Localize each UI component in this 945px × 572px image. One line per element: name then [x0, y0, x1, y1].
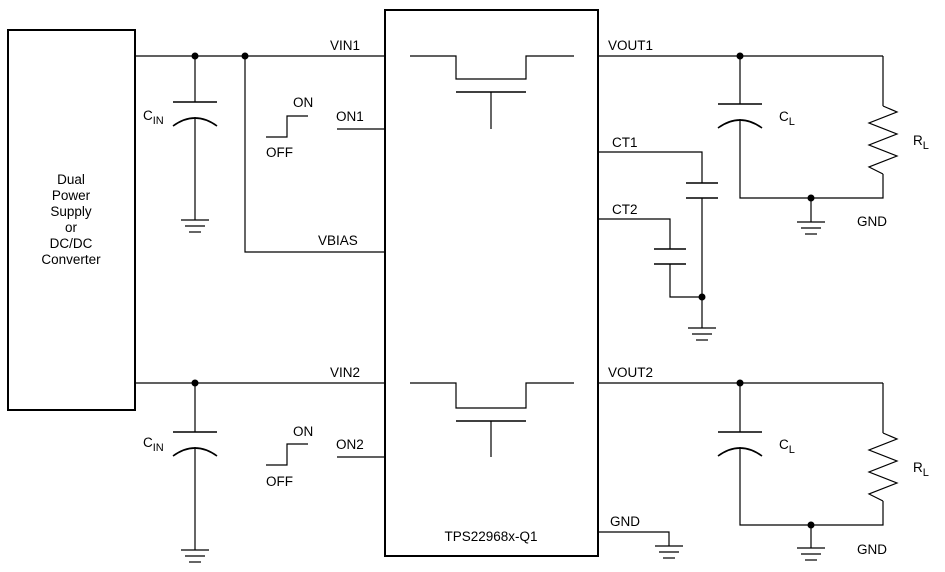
ground-icon — [181, 549, 209, 563]
ct1-capacitor — [686, 182, 718, 297]
ct1-wire — [598, 151, 703, 183]
gnd2-label: GND — [857, 542, 887, 557]
rl2-label: RL — [913, 460, 929, 479]
cl1-label: CL — [779, 109, 795, 128]
supply-line-5: DC/DC — [50, 236, 93, 251]
pin-vin1: VIN1 — [330, 38, 360, 53]
on1-on-label: ON — [293, 95, 313, 110]
pin-vout2: VOUT2 — [608, 365, 653, 380]
rl2-resistor — [867, 383, 899, 502]
fet-symbol-1 — [410, 55, 574, 129]
chip-gnd-wire — [598, 531, 670, 546]
pin-gnd: GND — [610, 514, 640, 529]
ground-icon — [688, 327, 716, 341]
on1-off-label: OFF — [266, 145, 293, 160]
pin-ct2: CT2 — [612, 202, 638, 217]
cin1-capacitor — [172, 56, 218, 220]
pin-on1: ON1 — [336, 109, 364, 124]
pin-ct1: CT1 — [612, 135, 638, 150]
pin-on2: ON2 — [336, 437, 364, 452]
supply-line-1: Dual — [57, 172, 85, 187]
rl1-resistor — [867, 56, 899, 175]
on2-off-label: OFF — [266, 474, 293, 489]
cin2-label: CIN — [143, 435, 164, 454]
ground-icon — [797, 221, 825, 235]
ground-icon — [181, 219, 209, 233]
on1-step-icon — [266, 115, 308, 138]
fet-symbol-2 — [410, 382, 574, 457]
supply-line-6: Converter — [41, 252, 101, 267]
pin-vin2: VIN2 — [330, 365, 360, 380]
ground-icon — [797, 547, 825, 561]
ground-icon — [655, 545, 683, 559]
cin2-capacitor — [172, 383, 218, 550]
on2-on-label: ON — [293, 424, 313, 439]
on2-step-icon — [266, 443, 308, 466]
pin-vout1: VOUT1 — [608, 38, 653, 53]
supply-line-3: Supply — [50, 204, 92, 219]
cl2-capacitor — [717, 383, 884, 526]
cl1-capacitor — [717, 56, 884, 199]
pin-vbias: VBIAS — [318, 233, 358, 248]
chip-name: TPS22968x-Q1 — [444, 529, 537, 544]
cin1-label: CIN — [143, 108, 164, 127]
gnd1-label: GND — [857, 214, 887, 229]
cl2-label: CL — [779, 437, 795, 456]
rl1-label: RL — [913, 133, 929, 152]
ct2-wire — [598, 218, 671, 249]
power-supply-block — [7, 29, 136, 411]
vbias-wire — [244, 56, 385, 253]
supply-line-4: or — [65, 220, 78, 235]
supply-line-2: Power — [52, 188, 91, 203]
ct2-capacitor — [654, 248, 702, 298]
